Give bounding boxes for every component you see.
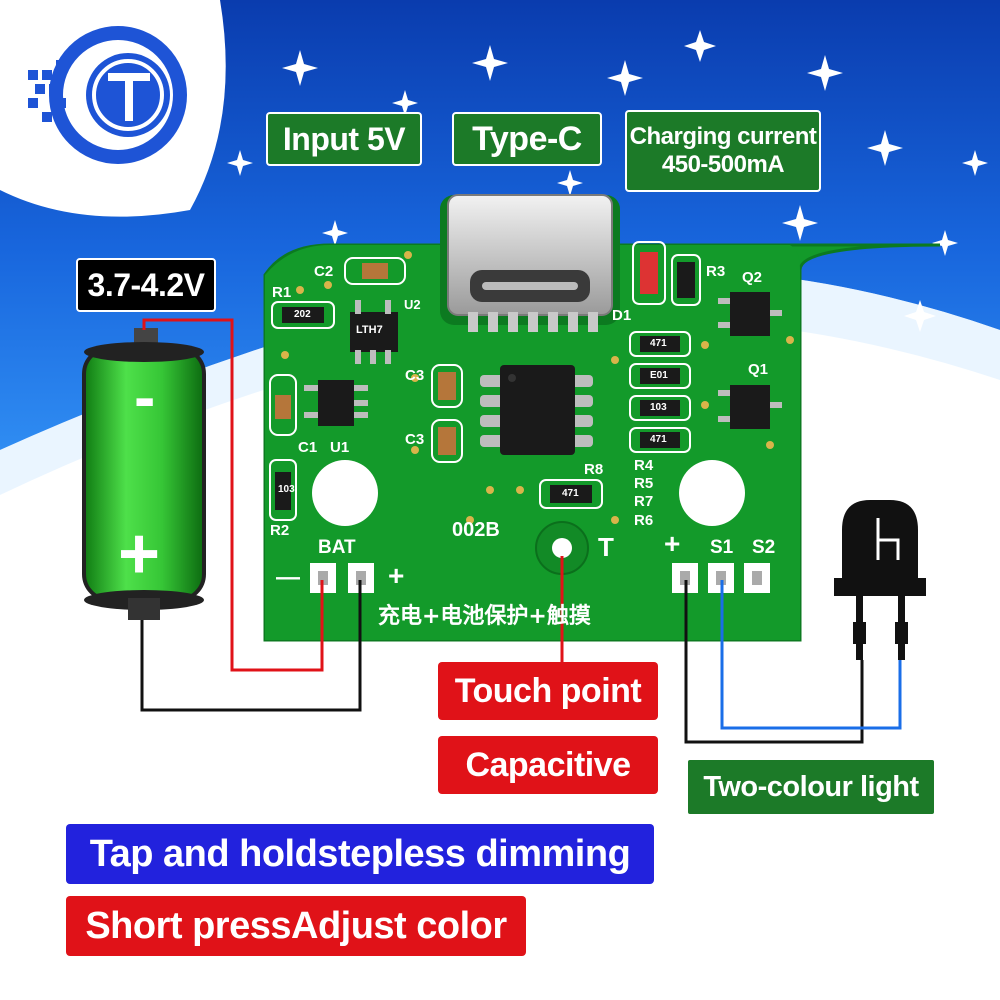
vias — [281, 251, 794, 524]
tap-hold-text: Tap and holdstepless dimming — [89, 832, 631, 875]
battery-illustration — [82, 328, 206, 620]
led-plus-wire — [684, 580, 864, 744]
brand-logo — [28, 26, 187, 164]
label-s1: S1 — [710, 537, 734, 558]
charging-current-title: Charging current — [629, 123, 817, 151]
label-r5: R5 — [634, 475, 654, 492]
label-r1: R1 — [272, 284, 292, 301]
input-voltage-tag: Input 5V — [266, 112, 422, 166]
battery-minus-symbol: - — [134, 361, 156, 433]
label-r6: R6 — [634, 512, 654, 529]
type-c-text: Type-C — [472, 119, 582, 158]
small-components — [269, 241, 782, 521]
label-u1: U1 — [330, 439, 350, 456]
label-r4: R4 — [634, 457, 654, 474]
label-touch-t: T — [598, 532, 614, 562]
mount-hole-right — [679, 460, 745, 526]
label-r3: R3 — [706, 263, 726, 280]
label-d1: D1 — [612, 307, 632, 324]
label-q2: Q2 — [742, 269, 763, 286]
label-code-e01: E01 — [650, 370, 668, 381]
battery-plus-wire — [142, 318, 324, 672]
label-r8: R8 — [584, 461, 604, 478]
label-c1: C1 — [298, 439, 318, 456]
capacitive-tag: Capacitive — [438, 736, 658, 794]
two-colour-led — [834, 500, 926, 660]
battery-voltage-text: 3.7-4.2V — [87, 266, 205, 303]
label-q1: Q1 — [748, 361, 769, 378]
label-chip-u2: LTH7 — [356, 324, 383, 336]
short-press-tag: Short pressAdjust color — [66, 896, 526, 956]
led-s1-wire — [720, 580, 902, 730]
main-ic-chip — [480, 365, 593, 455]
input-voltage-text: Input 5V — [282, 120, 406, 157]
two-colour-light-text: Two-colour light — [703, 770, 919, 803]
label-code-471a: 471 — [650, 338, 667, 349]
label-c3-top: C3 — [405, 367, 425, 384]
label-u2: U2 — [404, 297, 421, 312]
mount-hole-left — [312, 460, 378, 526]
wires — [140, 318, 902, 744]
type-c-tag: Type-C — [452, 112, 602, 166]
label-r2: R2 — [270, 522, 290, 539]
short-press-text: Short pressAdjust color — [85, 904, 507, 947]
battery-plus-symbol: + — [118, 514, 161, 594]
label-code-103: 103 — [650, 402, 667, 413]
chinese-board-label: 充电+电池保护+触摸 — [378, 604, 591, 629]
usb-c-connector — [440, 194, 620, 332]
label-r2-code: 103 — [278, 484, 295, 495]
tap-hold-tag: Tap and holdstepless dimming — [66, 824, 654, 884]
label-code-r8: 471 — [562, 488, 579, 499]
touch-point-text: Touch point — [454, 671, 642, 710]
two-colour-light-tag: Two-colour light — [686, 758, 936, 816]
charging-current-tag: Charging current 450-500mA — [625, 110, 821, 192]
label-bat-plus: + — [388, 560, 405, 591]
label-r7: R7 — [634, 493, 654, 510]
charging-current-value: 450-500mA — [661, 151, 785, 178]
board-id-label: 002B — [452, 519, 500, 541]
label-bat: BAT — [318, 537, 356, 558]
label-led-plus: + — [664, 528, 681, 559]
label-c3-bottom: C3 — [405, 431, 425, 448]
label-r1-code: 202 — [294, 309, 311, 320]
label-c2: C2 — [314, 263, 334, 280]
battery-voltage-tag: 3.7-4.2V — [76, 258, 216, 312]
label-s2: S2 — [752, 537, 776, 558]
touch-point-tag: Touch point — [438, 662, 658, 720]
capacitive-text: Capacitive — [465, 745, 631, 784]
label-code-471b: 471 — [650, 434, 667, 445]
stars — [227, 30, 988, 332]
label-bat-minus: — — [276, 564, 300, 591]
battery-minus-wire — [140, 580, 362, 712]
